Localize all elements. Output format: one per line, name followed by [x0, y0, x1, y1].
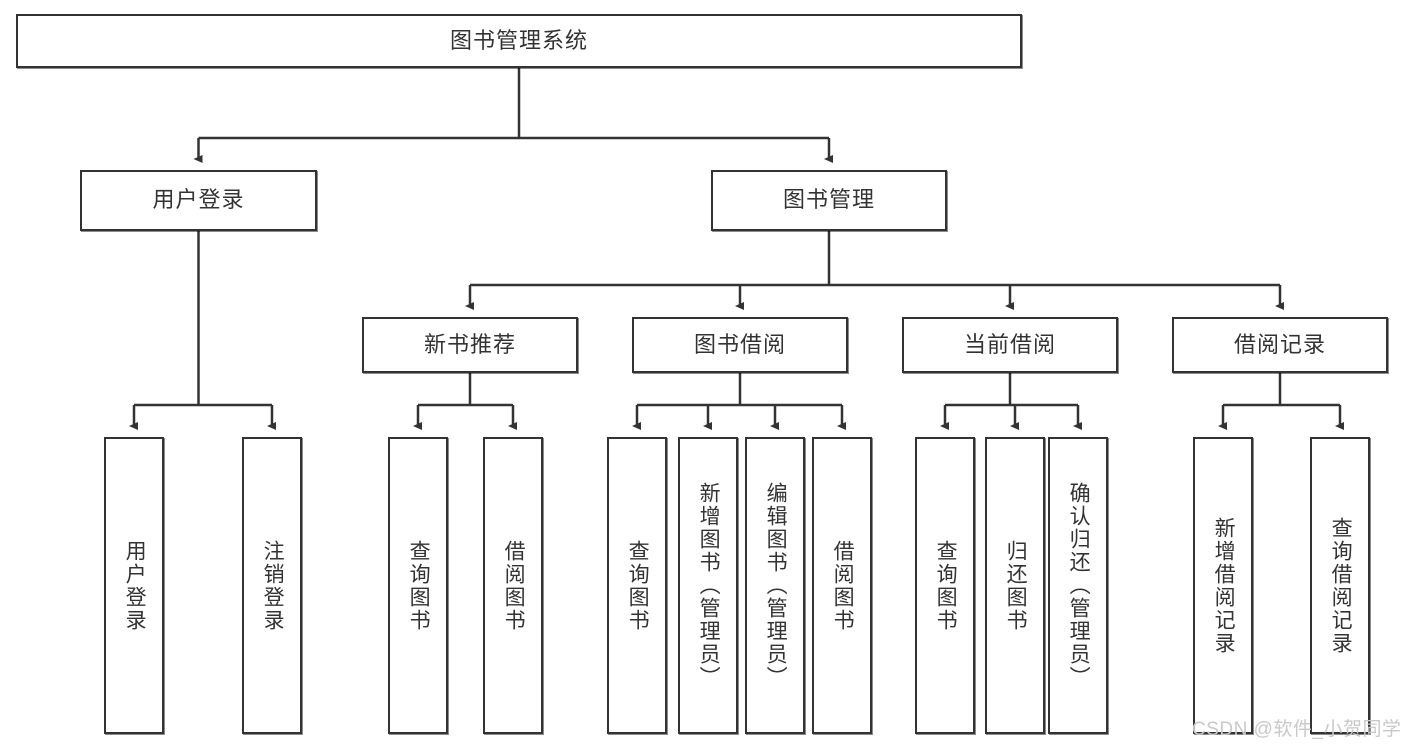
node-label: 借阅图书 [502, 539, 526, 632]
node-label: 查询借阅记录 [1329, 516, 1353, 655]
node-borrow-record[interactable]: 借阅记录 [1172, 317, 1388, 373]
node-label: 查询图书 [407, 539, 431, 632]
node-label: 查询图书 [626, 539, 650, 632]
node-label: 图书管理 [782, 187, 875, 213]
node-book-borrow[interactable]: 图书借阅 [632, 317, 848, 373]
node-label: 确认归还（管理员） [1067, 482, 1091, 689]
node-book-manage[interactable]: 图书管理 [711, 170, 947, 231]
node-label: 借阅记录 [1233, 331, 1326, 357]
node-current-borrow[interactable]: 当前借阅 [902, 317, 1118, 373]
node-label: 编辑图书（管理员） [764, 482, 788, 689]
node-label: 图书管理系统 [449, 27, 588, 53]
node-leaf-query-book-current[interactable]: 查询图书 [915, 437, 975, 734]
node-label: 用户登录 [152, 187, 245, 213]
node-label: 查询图书 [934, 539, 958, 632]
node-leaf-user-login[interactable]: 用户登录 [104, 437, 164, 734]
node-label: 新增图书（管理员） [697, 482, 721, 689]
node-label: 图书借阅 [693, 331, 786, 357]
node-label: 新增借阅记录 [1212, 516, 1236, 655]
node-new-book-recommend[interactable]: 新书推荐 [362, 317, 578, 373]
node-leaf-edit-book-admin[interactable]: 编辑图书（管理员） [745, 437, 805, 734]
node-user-login[interactable]: 用户登录 [80, 170, 317, 231]
node-label: 借阅图书 [831, 539, 855, 632]
node-leaf-borrow-book-recommend[interactable]: 借阅图书 [483, 437, 543, 734]
node-leaf-borrow-book[interactable]: 借阅图书 [812, 437, 872, 734]
node-label: 新书推荐 [423, 331, 516, 357]
node-label: 归还图书 [1004, 539, 1028, 632]
node-root[interactable]: 图书管理系统 [16, 14, 1022, 68]
node-leaf-confirm-return-admin[interactable]: 确认归还（管理员） [1048, 437, 1108, 734]
csdn-watermark: CSDN @软件_小贺同学 [1192, 719, 1402, 740]
node-leaf-query-borrow-record[interactable]: 查询借阅记录 [1310, 437, 1370, 734]
node-leaf-query-book-recommend[interactable]: 查询图书 [388, 437, 448, 734]
node-label: 用户登录 [123, 539, 147, 632]
node-leaf-add-borrow-record[interactable]: 新增借阅记录 [1193, 437, 1253, 734]
node-leaf-add-book-admin[interactable]: 新增图书（管理员） [678, 437, 738, 734]
node-label: 注销登录 [261, 539, 285, 632]
node-leaf-query-book-borrow[interactable]: 查询图书 [607, 437, 667, 734]
node-label: 当前借阅 [963, 331, 1056, 357]
node-leaf-return-book[interactable]: 归还图书 [985, 437, 1045, 734]
node-leaf-logout[interactable]: 注销登录 [242, 437, 302, 734]
